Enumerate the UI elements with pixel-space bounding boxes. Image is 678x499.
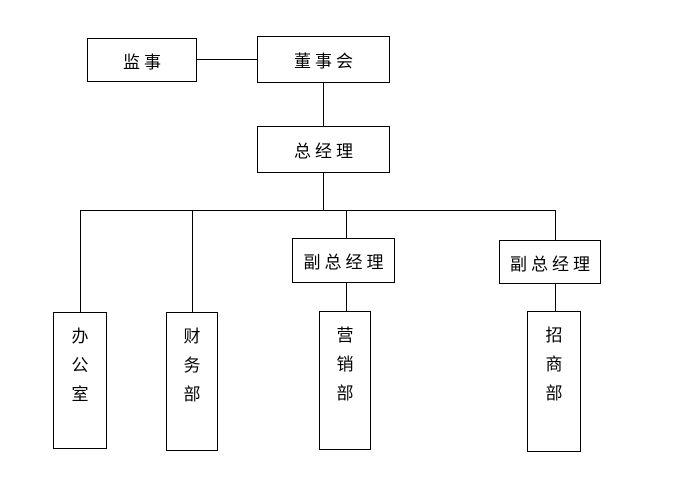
connector-bus-finance bbox=[192, 210, 193, 312]
connector-general-manager-trunk bbox=[323, 173, 324, 210]
org-node-marketing-dept-label: 营销部 bbox=[336, 326, 354, 404]
org-node-finance-dept-label: 财务部 bbox=[183, 327, 201, 405]
org-node-finance-dept: 财务部 bbox=[166, 312, 218, 451]
org-node-office: 办公室 bbox=[53, 312, 107, 449]
connector-board-general-manager bbox=[323, 83, 324, 126]
org-node-supervisor: 监事 bbox=[87, 38, 197, 82]
org-node-investment-dept: 招商部 bbox=[527, 311, 581, 452]
connector-branch-bus bbox=[80, 210, 556, 211]
org-node-office-label: 办公室 bbox=[71, 327, 89, 405]
connector-bus-office bbox=[80, 210, 81, 312]
org-node-deputy-gm-2: 副总经理 bbox=[499, 240, 601, 284]
connector-deputy-gm-1-marketing bbox=[346, 283, 347, 311]
org-node-investment-dept-label: 招商部 bbox=[545, 326, 563, 404]
org-node-deputy-gm-1: 副总经理 bbox=[292, 238, 395, 283]
connector-bus-deputy-gm-2 bbox=[555, 210, 556, 240]
connector-deputy-gm-2-investment bbox=[555, 284, 556, 311]
org-node-marketing-dept: 营销部 bbox=[319, 311, 371, 450]
connector-supervisor-board bbox=[197, 59, 257, 60]
org-node-general-manager: 总经理 bbox=[257, 126, 390, 173]
org-node-board: 董事会 bbox=[257, 36, 390, 83]
connector-bus-deputy-gm-1 bbox=[346, 210, 347, 238]
